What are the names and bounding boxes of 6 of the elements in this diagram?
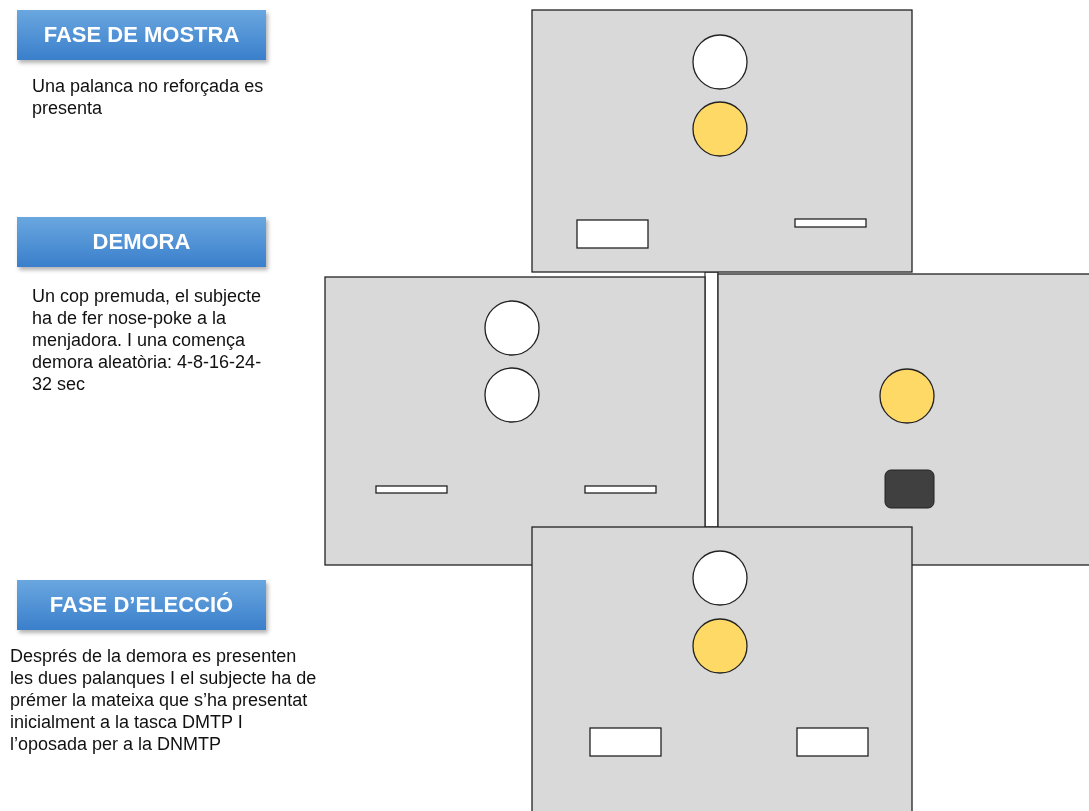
phase-header: FASE D’ELECCIÓ xyxy=(17,580,266,630)
phase-description: Després de la demora es presenten les dues palanques I el subjecte ha de prémer la mateixa que s’ha presentat inicialment a la tasca DMTP I l’oposada per a la DNMTP xyxy=(10,645,318,755)
phase-header: DEMORA xyxy=(17,217,266,267)
phase-description: Un cop premuda, el subjecte ha de fer nose-poke a la menjadora. I una comença demora aleatòria: 4-8-16-24-32 sec xyxy=(32,285,263,395)
phase-description: Una palanca no reforçada es presenta xyxy=(32,75,265,119)
phase-header: FASE DE MOSTRA xyxy=(17,10,266,60)
